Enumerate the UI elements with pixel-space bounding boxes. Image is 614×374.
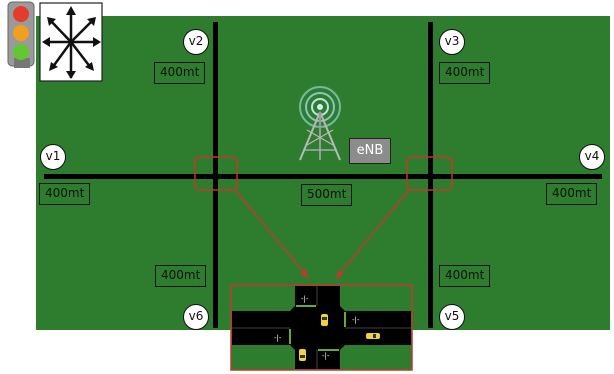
distance-label-v5: 400mt [439,265,491,287]
left-intersection-highlight [194,156,238,191]
intersection-zoom-inset: -|- -|- -|- -|- [230,284,413,371]
svg-text:-|-: -|- [322,352,330,360]
right-intersection-highlight [406,156,453,191]
traffic-light-icon [7,1,103,82]
vehicle-node-v2: v2 [183,29,209,55]
car-icon [299,349,306,361]
right-vertical-road [428,22,433,328]
zoom-arrowhead-left [300,269,308,279]
distance-label-middle: 500mt [301,184,353,206]
cell-tower-icon [299,86,341,161]
distance-label-v4: 400mt [546,183,598,205]
main-horizontal-road [44,174,602,179]
distance-label-v6: 400mt [155,265,207,287]
enb-label: eNB [349,138,391,164]
vehicle-node-v1: v1 [40,144,66,170]
distance-label-v3: 400mt [439,62,491,84]
svg-text:-|-: -|- [352,316,360,324]
field-background [36,16,610,330]
zoom-line-right [336,189,410,278]
zoom-arrowhead-right [336,270,344,279]
left-vertical-road [213,22,218,328]
svg-text:-|-: -|- [274,334,282,342]
svg-text:-|-: -|- [301,295,309,303]
zoom-line-left [234,189,309,278]
distance-label-v1: 400mt [39,183,91,205]
vehicle-node-v4: v4 [579,144,605,170]
distance-label-v2: 400mt [154,62,206,84]
car-icon [366,333,380,339]
vehicle-node-v3: v3 [439,29,465,55]
car-icon [321,314,328,326]
vehicle-node-v5: v5 [439,304,465,330]
vehicle-node-v6: v6 [183,304,209,330]
